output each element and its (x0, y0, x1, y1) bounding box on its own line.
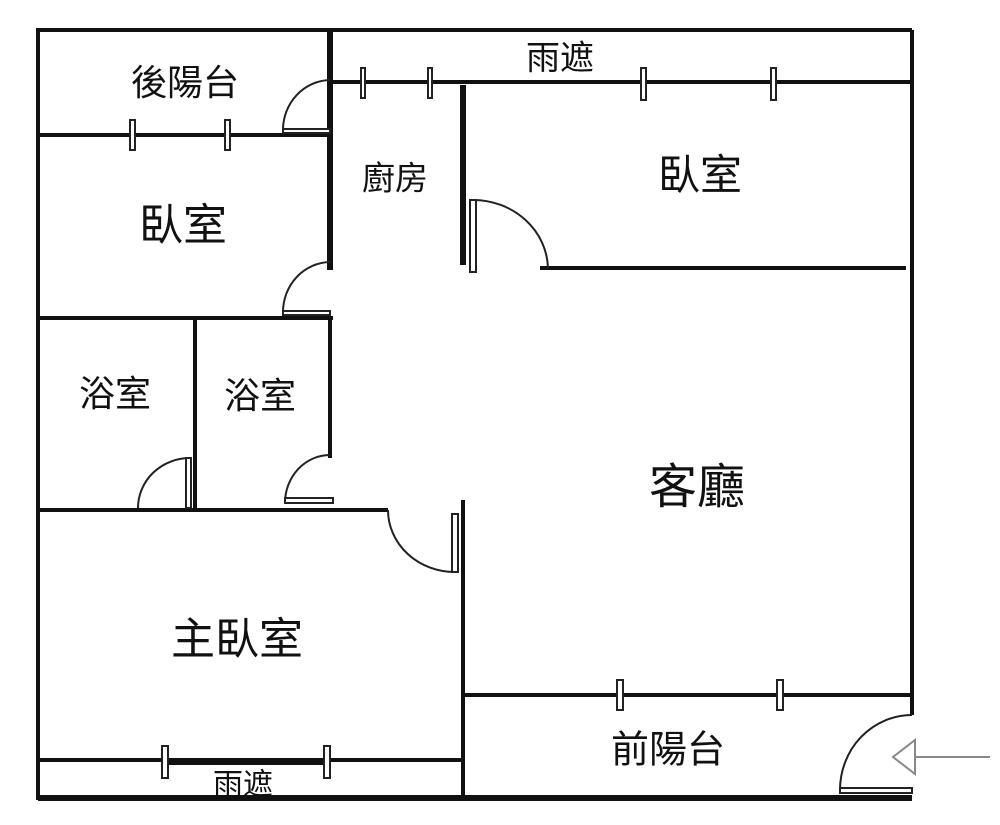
room-label-bathroom-1: 浴室 (79, 374, 151, 415)
interior-walls (38, 30, 912, 798)
room-label-rain-shelter-bottom: 雨遮 (213, 768, 273, 803)
room-label-rain-shelter-top: 雨遮 (526, 39, 594, 79)
outer-walls (36, 28, 914, 801)
room-label-rear-balcony: 後陽台 (131, 63, 239, 104)
room-label-front-balcony: 前陽台 (611, 728, 725, 772)
windows (129, 67, 784, 779)
room-label-bedroom-left: 臥室 (139, 200, 227, 251)
room-label-kitchen: 廚房 (362, 159, 428, 198)
doors (137, 79, 913, 794)
room-label-bedroom-right: 臥室 (658, 151, 742, 200)
room-label-master-bedroom: 主臥室 (171, 614, 303, 665)
entrance-arrow-icon (891, 737, 990, 777)
room-label-living-room: 客廳 (649, 459, 745, 515)
room-label-bathroom-2: 浴室 (224, 376, 296, 417)
